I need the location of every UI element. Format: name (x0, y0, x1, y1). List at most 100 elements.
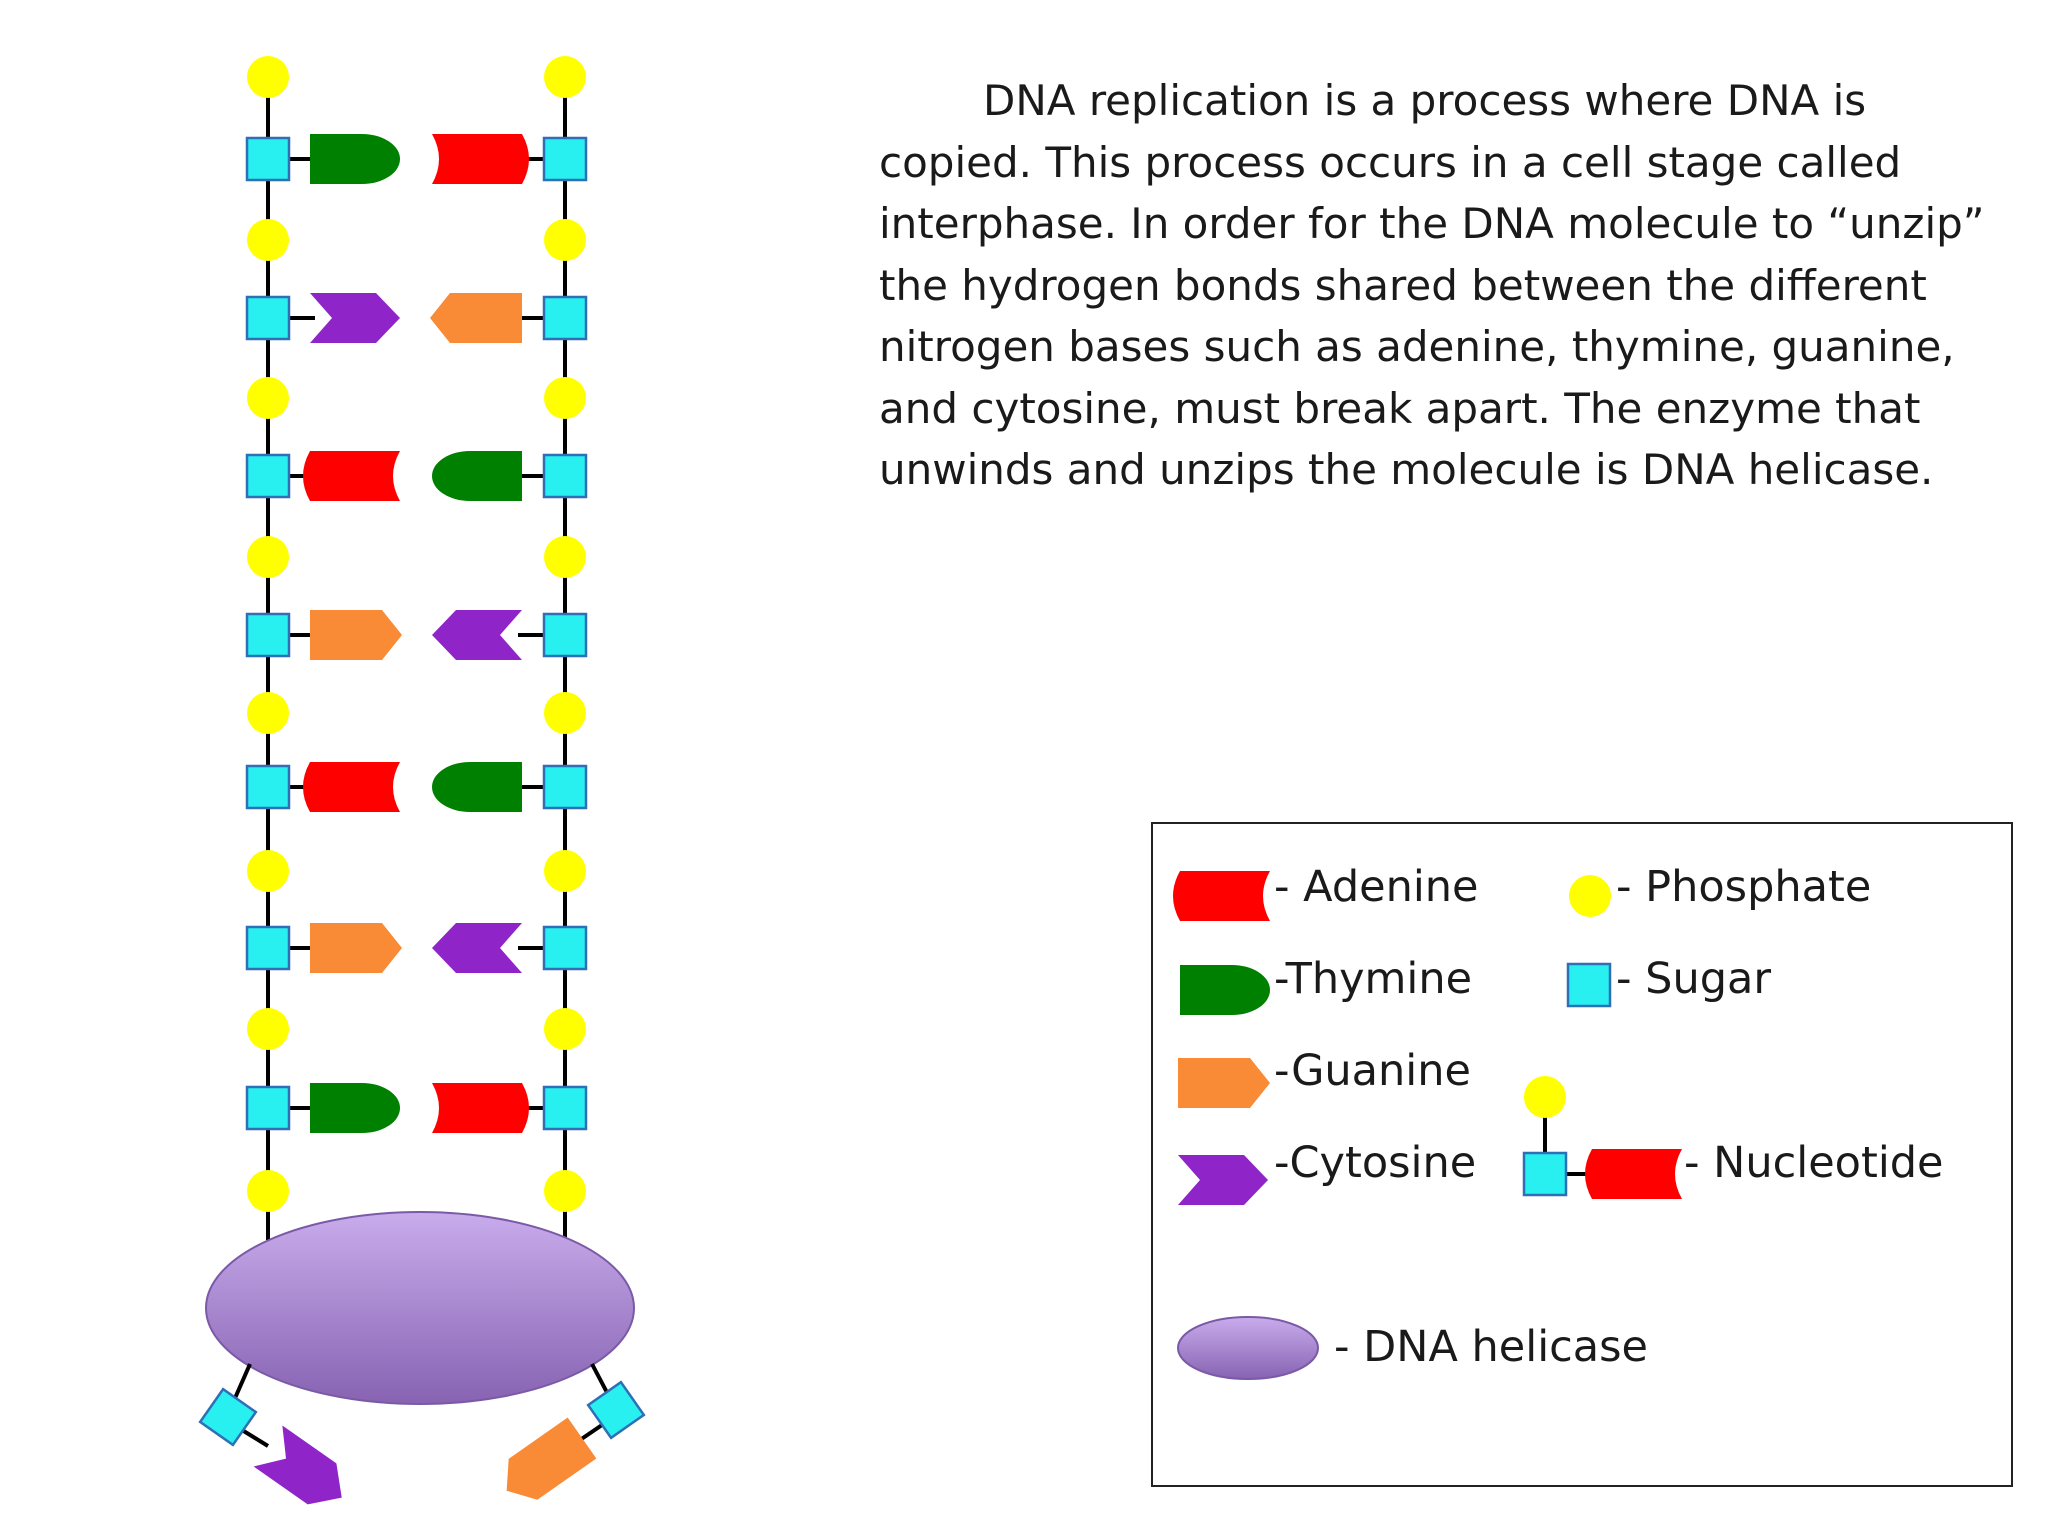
phosphate (247, 536, 289, 578)
phosphate (544, 850, 586, 892)
cytosine-base (310, 293, 400, 343)
sugar (1522, 1151, 1568, 1197)
guanine-shape (430, 293, 522, 343)
sugar (198, 1387, 258, 1447)
legend-guanine-label: -Guanine (1274, 1046, 1471, 1096)
legend-cytosine-label: -Cytosine (1274, 1138, 1477, 1188)
sugar (542, 136, 588, 182)
cytosine-shape (253, 1425, 342, 1505)
released-connector (578, 1423, 604, 1442)
legend-phosphate-label: - Phosphate (1616, 862, 1872, 912)
phosphate (544, 1008, 586, 1050)
legend-icons (1173, 871, 1682, 1380)
thymine-base (432, 451, 522, 501)
cytosine-shape (1178, 1155, 1268, 1205)
phosphate (544, 536, 586, 578)
description-line: nitrogen bases such as adenine, thymine,… (879, 322, 1955, 371)
sugar (245, 925, 291, 971)
phosphate-icon (1569, 875, 1611, 917)
description-line: copied. This process occurs in a cell st… (879, 137, 1902, 187)
guanine-shape (1178, 1058, 1270, 1108)
sugar-icon (1566, 962, 1612, 1008)
adenine-base (303, 451, 400, 501)
helicase-icon (1177, 1316, 1319, 1380)
adenine-base (303, 762, 400, 812)
sugar (245, 136, 291, 182)
phosphate (247, 377, 289, 419)
adenine-base (432, 134, 529, 184)
sugar (245, 295, 291, 341)
adenine-shape (432, 134, 529, 184)
thymine-shape (432, 762, 522, 812)
thymine-base (1180, 965, 1270, 1015)
sugar (245, 1085, 291, 1131)
legend-box (1151, 822, 2013, 1487)
description-line: and cytosine, must break apart. The enzy… (879, 383, 1921, 433)
cytosine-shape (310, 293, 400, 343)
sugar (245, 453, 291, 499)
phosphate (1524, 1076, 1566, 1118)
sugar (542, 925, 588, 971)
cytosine-shape (432, 923, 522, 973)
adenine-base (432, 1083, 529, 1133)
guanine-shape (506, 1417, 597, 1500)
adenine-shape (432, 1083, 529, 1133)
sugar (542, 764, 588, 810)
description-paragraph: DNA replication is a process where DNA i… (879, 70, 2019, 501)
adenine-base (1585, 1149, 1682, 1199)
guanine-base (506, 1417, 597, 1500)
guanine-base (1178, 1058, 1270, 1108)
legend-sugar-label: - Sugar (1616, 954, 1772, 1004)
legend-thymine-label: -Thymine (1274, 954, 1473, 1004)
phosphate (247, 1008, 289, 1050)
phosphate (247, 850, 289, 892)
released-connector (240, 1428, 270, 1448)
cytosine-shape (432, 610, 522, 660)
nucleotide-icon (1522, 1076, 1682, 1199)
sugar (542, 1085, 588, 1131)
phosphate (247, 56, 289, 98)
thymine-base (310, 1083, 400, 1133)
thymine-shape (310, 134, 400, 184)
legend-nucleotide-label: - Nucleotide (1684, 1138, 1944, 1188)
description-line: DNA replication is a process where DNA i… (983, 76, 1867, 125)
phosphate (544, 219, 586, 261)
phosphate (247, 1170, 289, 1212)
sugar (542, 453, 588, 499)
sugar (542, 295, 588, 341)
cytosine-base (253, 1425, 342, 1505)
adenine-shape (1585, 1149, 1682, 1199)
sugar (586, 1380, 646, 1440)
thymine-shape (1180, 965, 1270, 1015)
guanine-base (310, 923, 402, 973)
sugar (245, 612, 291, 658)
adenine-base (1173, 871, 1270, 921)
description-line: interphase. In order for the DNA molecul… (879, 199, 1985, 248)
cytosine-base (432, 923, 522, 973)
cytosine-base (1178, 1155, 1268, 1205)
adenine-shape (1173, 871, 1270, 921)
thymine-base (310, 134, 400, 184)
legend-helicase-label: - DNA helicase (1334, 1322, 1648, 1372)
phosphate (544, 692, 586, 734)
guanine-base (310, 610, 402, 660)
phosphate (544, 56, 586, 98)
cytosine-base (432, 610, 522, 660)
legend-adenine-label: - Adenine (1274, 862, 1479, 912)
description-line: unwinds and unzips the molecule is DNA h… (879, 445, 1934, 494)
guanine-base (430, 293, 522, 343)
dna-ladder (198, 56, 646, 1505)
sugar (245, 764, 291, 810)
phosphate (544, 377, 586, 419)
thymine-shape (310, 1083, 400, 1133)
thymine-shape (432, 451, 522, 501)
adenine-shape (303, 762, 400, 812)
phosphate (247, 219, 289, 261)
guanine-shape (310, 610, 402, 660)
adenine-shape (303, 451, 400, 501)
thymine-base (432, 762, 522, 812)
sugar (542, 612, 588, 658)
description-line: the hydrogen bonds shared between the di… (879, 260, 1927, 310)
dna-helicase (205, 1211, 635, 1405)
